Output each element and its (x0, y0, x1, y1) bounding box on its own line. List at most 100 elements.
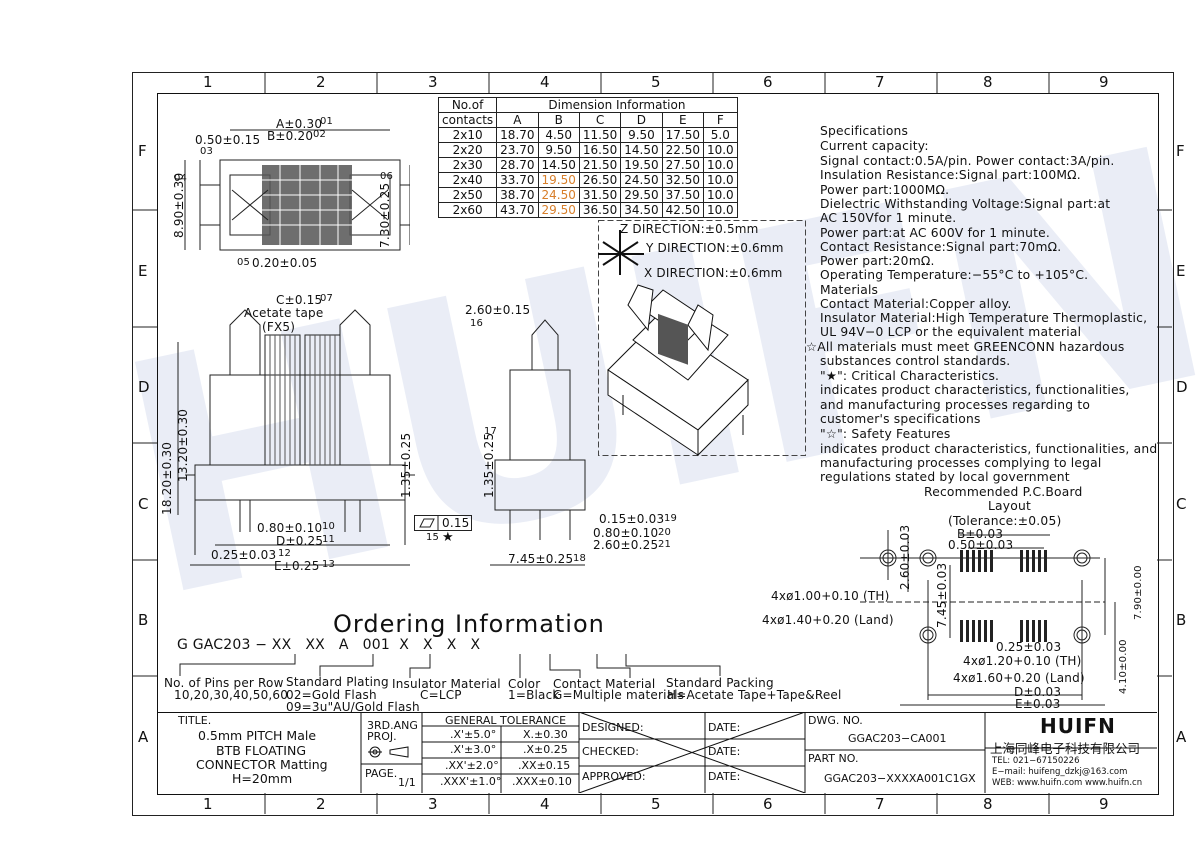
direction-x: X DIRECTION:±0.6mm (644, 266, 783, 280)
zone-row-right: D (1176, 378, 1188, 396)
zone-row-left: B (138, 611, 149, 629)
front-dim-c-no: 07 (320, 293, 334, 304)
projection-label-1: 3RD.ANG (367, 719, 418, 732)
part-no-value: GGAC203−XXXXA001C1GX (824, 772, 976, 785)
part-no-label: PART NO. (808, 752, 859, 765)
table-header-group: Dimension Information (496, 97, 738, 113)
top-dim-a-no: 01 (320, 116, 334, 127)
spec-line: Specifications (820, 124, 909, 138)
pcb-land-label: 4xø1.40+0.20 (Land) (762, 613, 894, 627)
pcb-dim-pitch: 0.50±0.03 (948, 538, 1014, 552)
tolerance-angle-4: .XXX'±1.0° (440, 775, 502, 788)
side-dim-s1: 0.15±0.03 (599, 512, 665, 526)
pcb-tolerance: (Tolerance:±0.05) (948, 514, 1062, 528)
title-label: TITLE. (178, 714, 212, 727)
spec-line: UL 94V−0 LCP or the equivalent material (820, 325, 1082, 339)
zone-row-left: A (138, 728, 149, 746)
zone-col-top: 6 (763, 73, 773, 91)
table-header-contacts-2: contacts (437, 112, 498, 128)
side-dim-h135: 1.35±0.25 (482, 432, 496, 498)
direction-y: Y DIRECTION:±0.6mm (646, 241, 784, 255)
ordering-plating-label: Standard Plating (286, 675, 389, 689)
spec-line: Operating Temperature:−55°C to +105°C. (820, 268, 1089, 282)
company-name: 上海同峰电子科技有限公司 (990, 741, 1141, 756)
spec-line: manufacturing processes complying to leg… (820, 456, 1102, 470)
tolerance-header: GENERAL TOLERANCE (445, 714, 567, 727)
checked-label: CHECKED: (582, 745, 639, 758)
zone-col-top: 7 (875, 73, 885, 91)
top-dim-h1-no: 04 (174, 173, 188, 184)
tolerance-linear-1: X.±0.30 (523, 728, 568, 741)
front-dim-w080: 0.80±0.10 (257, 521, 323, 535)
spec-line: Power part:1000MΩ. (820, 183, 950, 197)
zone-col-top: 5 (651, 73, 661, 91)
zone-col-bottom: 3 (428, 795, 438, 813)
front-dim-h18: 18.20±0.30 (160, 441, 174, 515)
zone-row-right: E (1176, 262, 1186, 280)
zone-col-top: 4 (540, 73, 550, 91)
side-dim-w260: 2.60±0.15 (465, 303, 531, 317)
pcb-title-1: Recommended P.C.Board (924, 485, 1083, 499)
spec-line: Current capacity: (820, 139, 929, 153)
spec-line: and manufacturing processes regarding to (820, 398, 1091, 412)
side-dim-h135-no: 17 (484, 426, 498, 437)
tolerance-linear-4: .XXX±0.10 (512, 775, 572, 788)
pcb-dim-e: E±0.03 (1015, 697, 1061, 711)
company-web: WEB: www.huifn.com www.huifn.cn (992, 778, 1143, 788)
top-view-drawing (184, 129, 410, 251)
company-email: E−mail: huifeng_dzkj@163.com (992, 767, 1128, 777)
tolerance-linear-3: .XX±0.15 (518, 759, 571, 772)
top-dim-h2-no: 06 (380, 171, 394, 182)
title-block-grid (157, 712, 1157, 793)
drawing-outer-frame (132, 72, 1174, 816)
title-line-2: BTB FLOATING (216, 743, 307, 758)
dimension-table: No.of Dimension Information contacts A B… (437, 97, 738, 218)
title-line-1: 0.5mm PITCH Male (198, 728, 317, 743)
front-dim-w025-no: 12 (278, 548, 292, 559)
side-dim-s3: 2.60±0.25 (593, 538, 659, 552)
side-dim-s2: 0.80±0.10 (593, 526, 659, 540)
pcb-th2-label: 4xø1.20+0.10 (TH) (963, 654, 1082, 668)
top-dim-b: B±0.20 (267, 129, 314, 143)
zone-row-left: F (138, 142, 147, 160)
side-dim-s4-no: 18 (573, 553, 587, 564)
tolerance-angle-2: .X'±3.0° (450, 743, 497, 756)
title-line-3: CONNECTOR Matting (196, 757, 328, 772)
table-col-header: C (578, 112, 622, 128)
top-dim-b-no: 02 (313, 129, 327, 140)
table-col-header: B (537, 112, 580, 128)
zone-col-top: 1 (203, 73, 213, 91)
zone-row-left: C (138, 495, 149, 513)
front-dim-e-no: 13 (322, 559, 336, 570)
spec-line: Signal contact:0.5A/pin. Power contact:3… (820, 154, 1115, 168)
dwg-no-value: GGAC203−CA001 (848, 732, 947, 745)
ordering-packing-value: H=Acetate Tape+Tape&Reel (667, 688, 842, 702)
zone-col-bottom: 2 (316, 795, 326, 813)
spec-line: "★": Critical Characteristics. (820, 369, 1000, 383)
drawing-inner-frame (157, 93, 1159, 795)
ordering-code: G GAC203 − XX XX A 001 X X X X (177, 637, 481, 653)
spec-line: Contact Resistance:Signal part:70mΩ. (820, 240, 1062, 254)
zone-col-top: 8 (983, 73, 993, 91)
approved-label: APPROVED: (582, 770, 646, 783)
front-dim-w080-no: 10 (322, 521, 336, 532)
zone-row-left: D (138, 378, 150, 396)
top-dim-w5: 0.20±0.05 (252, 256, 318, 270)
ordering-color-value: 1=Black (508, 688, 560, 702)
spec-line: indicates product characteristics, funct… (820, 442, 1158, 456)
zone-col-bottom: 1 (203, 795, 213, 813)
date-label-3: DATE: (708, 770, 741, 783)
zone-col-bottom: 9 (1099, 795, 1109, 813)
ordering-leader-lines (179, 654, 721, 678)
ordering-insulator-value: C=LCP (420, 688, 462, 702)
side-dim-s1-no: 19 (664, 513, 678, 524)
front-dim-c: C±0.15 (276, 293, 323, 307)
zone-row-right: A (1176, 728, 1187, 746)
ordering-plating-2: 09=3u"AU/Gold Flash (286, 700, 420, 714)
table-col-header: A (496, 112, 539, 128)
top-dim-a: A±0.30 (276, 117, 323, 131)
acetate-tape-label: Acetate tape (244, 306, 324, 320)
